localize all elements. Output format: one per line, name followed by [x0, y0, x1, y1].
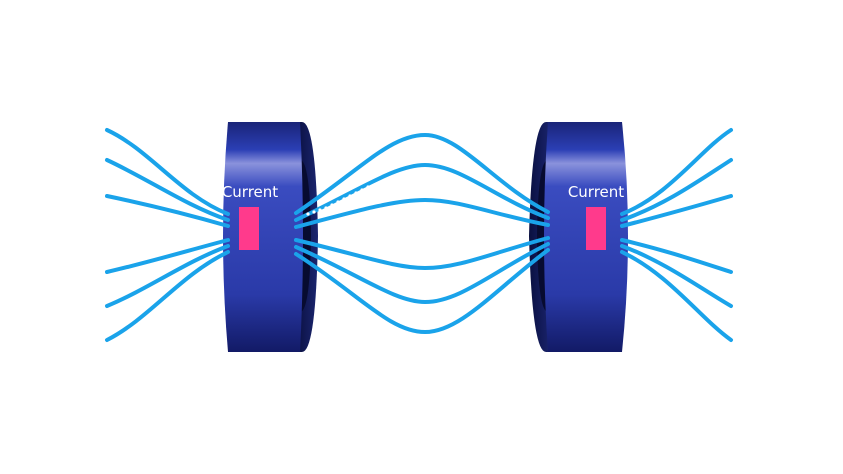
field-line-5	[105, 244, 230, 308]
field-line-8	[294, 162, 550, 222]
left-coil: Current	[222, 122, 318, 352]
field-direction-dots	[306, 185, 370, 216]
field-line-12	[294, 248, 550, 335]
field-line-18	[620, 250, 733, 342]
field-line-9	[294, 197, 550, 229]
magnetic-field-lines	[105, 128, 733, 342]
right-coil: Current	[529, 122, 628, 352]
current-marker-icon	[239, 207, 259, 250]
field-line-4	[105, 238, 230, 274]
left-coil-face	[223, 122, 303, 352]
field-line-7	[294, 132, 550, 215]
field-line-13	[620, 128, 733, 216]
field-line-15	[620, 194, 733, 228]
field-line-11	[294, 242, 550, 305]
field-line-10	[294, 236, 550, 271]
left-coil-label: Current	[222, 183, 278, 201]
right-coil-label: Current	[568, 183, 624, 201]
field-line-3	[105, 194, 230, 228]
field-line-1	[105, 128, 230, 216]
current-marker-icon	[586, 207, 606, 250]
field-line-16	[620, 238, 733, 274]
field-line-14	[620, 158, 733, 222]
field-line-6	[105, 250, 230, 342]
field-line-2	[105, 158, 230, 222]
left-coil-inner-opening	[300, 160, 311, 312]
field-line-17	[620, 244, 733, 308]
